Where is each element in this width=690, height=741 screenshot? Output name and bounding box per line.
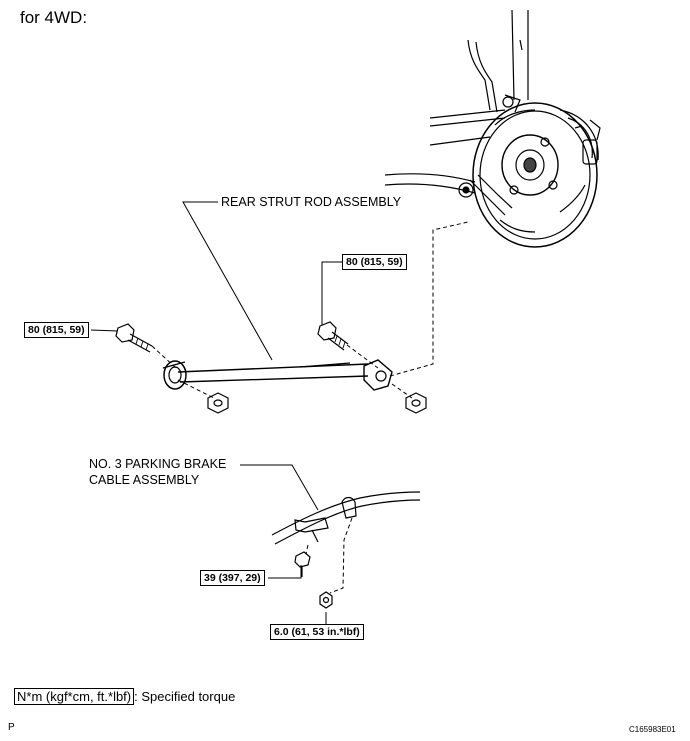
left-bolt-leader	[90, 329, 119, 332]
torque-legend: N*m (kgf*cm, ft.*lbf) : Specified torque	[14, 688, 235, 705]
strut-rod-leader	[182, 201, 273, 361]
right-bolt-leader	[321, 261, 342, 325]
cable-label-line1: NO. 3 PARKING BRAKE	[89, 457, 227, 471]
torque-label-clamp-bolt: 39 (397, 29)	[200, 570, 265, 586]
legend-description: : Specified torque	[134, 689, 236, 704]
strut-rod-label: REAR STRUT ROD ASSEMBLY	[221, 195, 402, 209]
torque-label-clamp-nut: 6.0 (61, 53 in.*lbf)	[270, 624, 364, 640]
clamp-bolt-leader	[268, 565, 302, 579]
rear-axle-hub-illustration	[384, 9, 601, 248]
cable-leader	[240, 464, 319, 511]
strut-rod-illustration	[115, 321, 427, 414]
cable-label-line2: CABLE ASSEMBLY	[89, 473, 200, 487]
figure-code: C165983E01	[629, 725, 676, 734]
parking-brake-cable-illustration	[271, 491, 421, 609]
torque-label-right-bolt: 80 (815, 59)	[342, 254, 407, 270]
page-heading: for 4WD:	[20, 8, 88, 27]
footer-mark: P	[8, 722, 15, 733]
torque-label-left-bolt: 80 (815, 59)	[24, 322, 89, 338]
legend-unit-box: N*m (kgf*cm, ft.*lbf)	[14, 688, 135, 705]
